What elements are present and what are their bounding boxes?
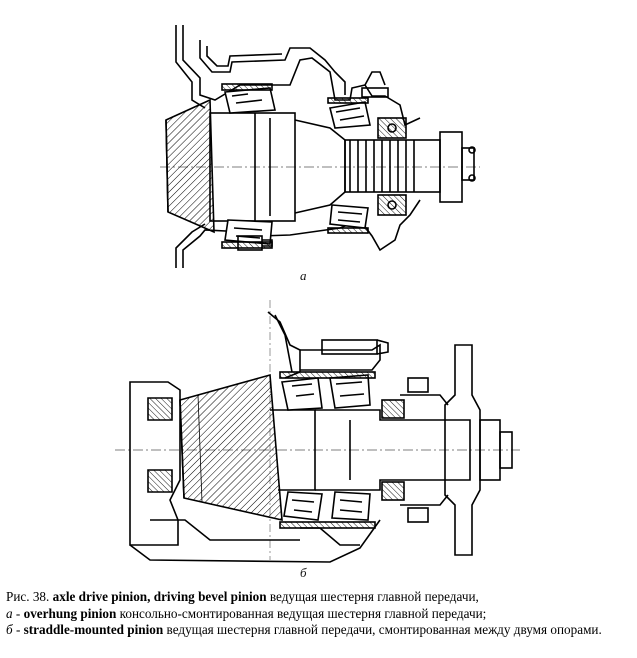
figure-label-b: б	[300, 565, 307, 580]
figure-label-a: а	[300, 268, 307, 283]
caption-dash-a: -	[15, 605, 24, 621]
caption-main-translation: ведущая шестерня главной передачи,	[269, 589, 479, 604]
technical-drawing	[115, 25, 520, 563]
caption-item-b-marker: б	[6, 622, 13, 637]
drawing-b-straddle-mounted-pinion	[115, 300, 520, 563]
caption-line-a: а - overhung pinion консольно-смонтирова…	[6, 606, 631, 623]
figure-caption: Рис. 38. axle drive pinion, driving beve…	[6, 589, 631, 639]
caption-item-a-translation: консольно-смонтированная ведущая шестерн…	[119, 605, 487, 621]
caption-dash-b: -	[15, 622, 24, 637]
caption-item-b-translation: ведущая шестерня главной передачи, смонт…	[166, 622, 602, 637]
caption-item-b-term: straddle-mounted pinion	[23, 622, 164, 637]
caption-fig-number: Рис. 38.	[6, 589, 50, 604]
caption-item-a-term: overhung pinion	[23, 605, 117, 621]
caption-item-a-marker: а	[6, 605, 13, 621]
drawing-a-overhung-pinion	[160, 25, 480, 268]
caption-line-main: Рис. 38. axle drive pinion, driving beve…	[6, 589, 631, 606]
caption-line-b: б - straddle-mounted pinion ведущая шест…	[6, 622, 631, 639]
caption-main-terms: axle drive pinion, driving bevel pinion	[52, 589, 267, 604]
